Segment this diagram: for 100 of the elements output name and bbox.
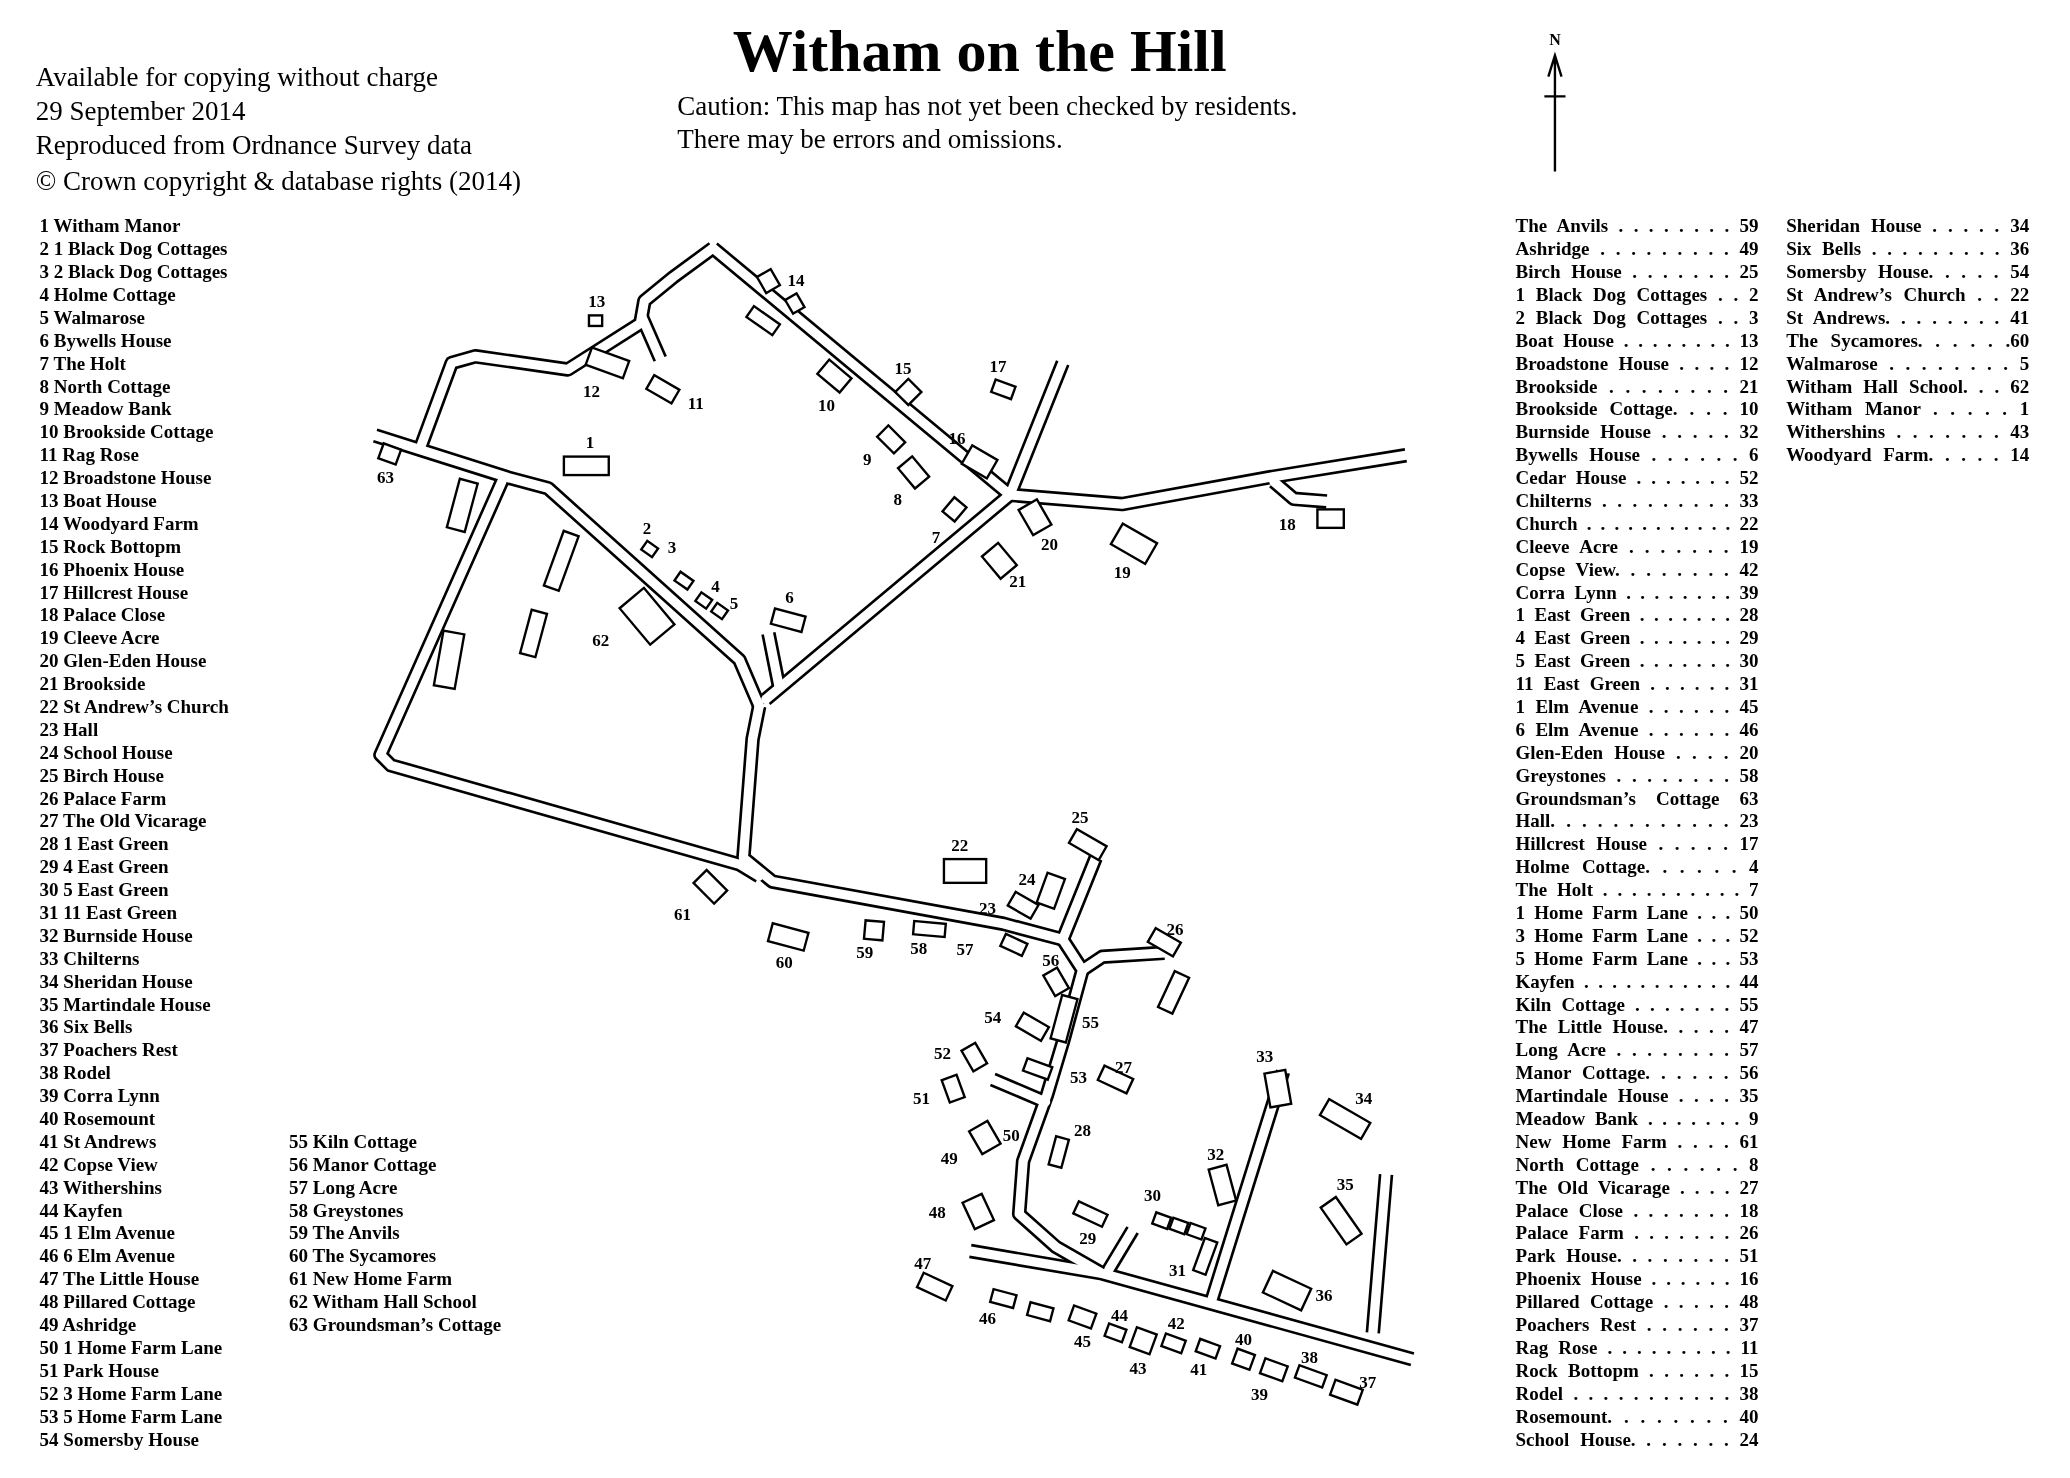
index-entry: 5 East Green . . . . . . . 30 bbox=[1515, 649, 1759, 673]
index-entry: 3 2 Black Dog Cottages bbox=[39, 260, 228, 284]
index-entry: 39 Corra Lynn bbox=[39, 1084, 160, 1108]
index-entry: 23 Hall bbox=[39, 717, 99, 741]
callout-number: 45 bbox=[1074, 1332, 1091, 1350]
index-entry: 37 Poachers Rest bbox=[39, 1038, 178, 1062]
index-entry: St Andrew’s Church . . 22 bbox=[1786, 282, 2030, 306]
callout-number: 46 bbox=[978, 1309, 996, 1326]
index-entry: 54 Somersby House bbox=[39, 1427, 199, 1451]
index-entry: 6 Bywells House bbox=[39, 328, 172, 352]
index-entry: Meadow Bank . . . . . . . 9 bbox=[1515, 1107, 1759, 1130]
index-entry: 35 Martindale House bbox=[39, 992, 211, 1016]
index-entry: Chilterns . . . . . . . . . 33 bbox=[1515, 488, 1759, 512]
callout-number: 32 bbox=[1207, 1145, 1225, 1163]
index-entry: 20 Glen-Eden House bbox=[39, 649, 207, 673]
index-entry: 46 6 Elm Avenue bbox=[39, 1244, 175, 1268]
callout-number: 55 bbox=[1081, 1013, 1099, 1031]
callout-number: 18 bbox=[1278, 515, 1296, 533]
index-entry: Manor Cottage. . . . . . 56 bbox=[1515, 1061, 1759, 1085]
callout-number: 10 bbox=[817, 396, 835, 414]
caution-note: Caution: This map has not yet been checked by residents. bbox=[677, 89, 1298, 122]
index-entry: Glen-Eden House . . . . 20 bbox=[1515, 740, 1759, 764]
index-entry: 62 Witham Hall School bbox=[289, 1290, 477, 1314]
index-entry: 8 North Cottage bbox=[39, 374, 171, 398]
callout-number: 3 bbox=[667, 538, 677, 556]
callout-number: 34 bbox=[1355, 1089, 1373, 1107]
callout-number: 36 bbox=[1315, 1286, 1333, 1304]
index-entry: Kayfen . . . . . . . . . . . 44 bbox=[1515, 969, 1759, 993]
index-entry: 38 Rodel bbox=[39, 1061, 111, 1085]
index-entry: 9 Meadow Bank bbox=[39, 397, 172, 421]
index-entry: Brookside . . . . . . . . 21 bbox=[1515, 374, 1759, 398]
index-entry: 43 Withershins bbox=[39, 1175, 162, 1199]
index-entry: The Holt . . . . . . . . . . 7 bbox=[1515, 878, 1759, 902]
callout-number: 20 bbox=[1041, 535, 1058, 553]
callout-number: 63 bbox=[377, 468, 394, 486]
callout-number: 62 bbox=[592, 631, 610, 649]
index-entry: Cedar House . . . . . . . 52 bbox=[1515, 466, 1759, 490]
callout-number: 44 bbox=[1111, 1306, 1128, 1324]
index-entry: The Old Vicarage . . . . 27 bbox=[1515, 1175, 1759, 1199]
index-entry: 28 1 East Green bbox=[39, 832, 169, 856]
index-entry: Kiln Cottage . . . . . . . 55 bbox=[1515, 992, 1759, 1016]
index-entry: 10 Brookside Cottage bbox=[39, 420, 214, 444]
index-entry: 59 The Anvils bbox=[289, 1221, 400, 1245]
index-entry: 1 East Green . . . . . . . 28 bbox=[1515, 603, 1759, 627]
index-entry: Woodyard Farm. . . . . 14 bbox=[1786, 443, 2030, 467]
index-entry: The Anvils . . . . . . . . 59 bbox=[1515, 214, 1759, 238]
callout-number: 22 bbox=[951, 836, 969, 854]
callout-number: 41 bbox=[1190, 1360, 1208, 1378]
callout-number: 38 bbox=[1301, 1348, 1319, 1366]
callout-number: 57 bbox=[956, 940, 974, 958]
index-entry: 29 4 East Green bbox=[39, 855, 169, 879]
index-entry: Rodel . . . . . . . . . . . 38 bbox=[1515, 1381, 1759, 1405]
callout-number: 11 bbox=[687, 394, 704, 412]
header-note: Available for copying without charge bbox=[35, 60, 439, 93]
index-entry: Pillared Cottage . . . . . 48 bbox=[1515, 1290, 1759, 1314]
index-entry: 6 Elm Avenue . . . . . . 46 bbox=[1515, 717, 1759, 741]
index-entry: 4 Holme Cottage bbox=[39, 282, 176, 306]
callout-number: 14 bbox=[787, 271, 805, 289]
index-entry: 48 Pillared Cottage bbox=[39, 1290, 196, 1314]
index-entry: Martindale House . . . . 35 bbox=[1515, 1084, 1759, 1108]
index-entry: Witham Hall School. . . 62 bbox=[1786, 374, 2030, 398]
index-entry: Phoenix House . . . . . . 16 bbox=[1515, 1267, 1759, 1291]
callout-number: 53 bbox=[1070, 1068, 1088, 1086]
index-entry: Park House. . . . . . . . 51 bbox=[1515, 1244, 1759, 1268]
index-entry: Sheridan House . . . . . 34 bbox=[1786, 214, 2030, 238]
callout-number: 48 bbox=[928, 1203, 946, 1221]
index-entry: 53 5 Home Farm Lane bbox=[39, 1404, 223, 1428]
callout-number: 17 bbox=[989, 357, 1007, 375]
index-entry: Birch House . . . . . . . 25 bbox=[1515, 260, 1759, 284]
index-entry: 1 Home Farm Lane . . . 50 bbox=[1515, 901, 1759, 924]
index-entry: School House. . . . . . . 24 bbox=[1515, 1427, 1759, 1451]
index-entry: 30 5 East Green bbox=[39, 878, 169, 902]
callout-number: 1 bbox=[585, 433, 595, 451]
callout-number: 4 bbox=[711, 577, 720, 595]
callout-number: 35 bbox=[1336, 1175, 1354, 1193]
index-entry: Somersby House. . . . . 54 bbox=[1786, 260, 2030, 284]
index-entry: 61 New Home Farm bbox=[289, 1267, 453, 1291]
index-entry: Broadstone House . . . . 12 bbox=[1515, 351, 1759, 375]
index-entry: 13 Boat House bbox=[39, 488, 157, 512]
index-entry: 1 Witham Manor bbox=[39, 214, 181, 238]
index-entry: 14 Woodyard Farm bbox=[39, 511, 199, 535]
index-entry: 57 Long Acre bbox=[289, 1175, 398, 1199]
callout-number: 50 bbox=[1002, 1126, 1020, 1144]
callout-number: 31 bbox=[1169, 1261, 1187, 1279]
callout-number: 28 bbox=[1074, 1121, 1091, 1139]
index-entry: Palace Farm . . . . . . . 26 bbox=[1515, 1221, 1759, 1245]
index-entry: Brookside Cottage. . . . 10 bbox=[1515, 397, 1759, 421]
index-entry: 58 Greystones bbox=[289, 1198, 404, 1222]
callout-number: 30 bbox=[1144, 1186, 1161, 1204]
index-entry: Boat House . . . . . . . . 13 bbox=[1515, 328, 1759, 352]
index-entry: 50 1 Home Farm Lane bbox=[39, 1335, 223, 1359]
index-entry: 63 Groundsman’s Cottage bbox=[289, 1313, 502, 1337]
index-entry: 47 The Little House bbox=[39, 1267, 200, 1291]
callout-number: 52 bbox=[934, 1044, 952, 1062]
callout-number: 15 bbox=[894, 359, 912, 377]
index-entry: The Sycamores. . . . . .60 bbox=[1786, 328, 2030, 352]
north-label: N bbox=[1549, 31, 1561, 48]
index-entry: 12 Broadstone House bbox=[39, 466, 212, 490]
index-entry: 1 Black Dog Cottages . . 2 bbox=[1515, 282, 1759, 306]
index-entry: 34 Sheridan House bbox=[39, 969, 193, 993]
